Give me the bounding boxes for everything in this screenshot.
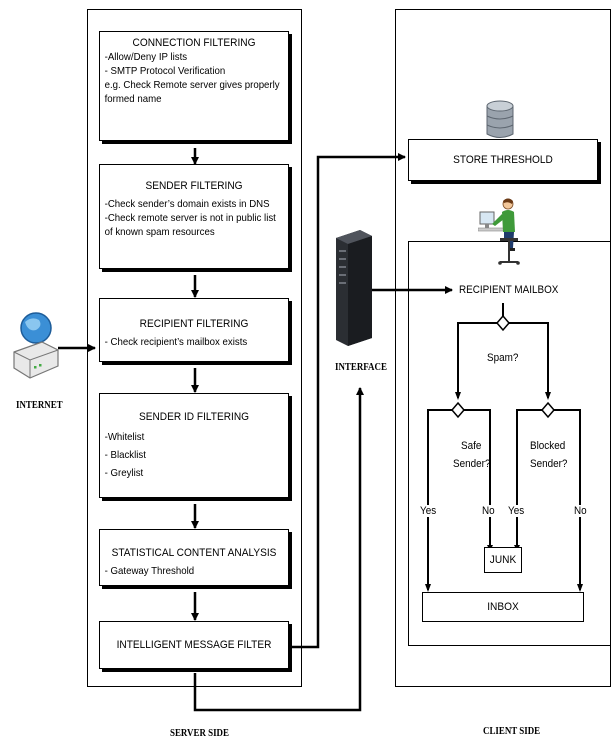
intelligent-message-filter-box: INTELLIGENT MESSAGE FILTER [99, 621, 289, 669]
inbox-box: INBOX [422, 592, 584, 622]
box-title: SENDER ID FILTERING [138, 411, 250, 423]
box-title: CONNECTION FILTERING [132, 37, 256, 49]
database-icon [486, 100, 514, 138]
no-right-label: No [574, 505, 587, 517]
blocked-sender-label-2: Sender? [530, 458, 568, 470]
yes-right-label: Yes [508, 505, 525, 517]
server-side-label: SERVER SIDE [170, 728, 229, 739]
box-line: - Gateway Threshold [104, 565, 195, 577]
box-line: - Greylist [104, 467, 144, 479]
user-at-computer-icon [478, 198, 520, 265]
recipient-filtering-box: RECIPIENT FILTERING - Check recipient’s … [99, 298, 289, 362]
box-title: SENDER FILTERING [145, 180, 243, 192]
box-line: -Check sender’s domain exists in DNS [104, 198, 270, 210]
yes-left-label: Yes [420, 505, 437, 517]
box-line: - SMTP Protocol Verification [104, 65, 226, 77]
box-line: -Allow/Deny IP lists [104, 51, 188, 63]
store-threshold-box: STORE THRESHOLD [408, 139, 598, 181]
box-line: -Check remote server is not in public li… [104, 212, 276, 224]
internet-label: INTERNET [16, 400, 63, 411]
box-title: RECIPIENT FILTERING [139, 318, 249, 330]
junk-label: JUNK [489, 554, 517, 566]
box-line: of known spam resources [104, 226, 215, 238]
mailbox-frame [408, 241, 611, 646]
client-side-label: CLIENT SIDE [483, 726, 541, 737]
box-line: e.g. Check Remote server gives properly [104, 79, 280, 91]
no-left-label: No [482, 505, 495, 517]
junk-box: JUNK [484, 547, 522, 573]
inbox-label: INBOX [487, 601, 519, 613]
blocked-sender-label-1: Blocked [530, 440, 566, 452]
server-tower-icon [336, 230, 372, 346]
box-title: INTELLIGENT MESSAGE FILTER [116, 639, 272, 651]
statistical-content-analysis-box: STATISTICAL CONTENT ANALYSIS - Gateway T… [99, 529, 289, 586]
interface-label: INTERFACE [335, 362, 387, 373]
box-line: -Whitelist [104, 431, 145, 443]
sender-id-filtering-box: SENDER ID FILTERING -Whitelist - Blackli… [99, 393, 289, 498]
box-title: STATISTICAL CONTENT ANALYSIS [111, 547, 277, 559]
spam-question-label: Spam? [487, 352, 519, 364]
store-threshold-label: STORE THRESHOLD [453, 154, 553, 166]
box-line: formed name [104, 93, 162, 105]
internet-router-icon [13, 312, 59, 379]
sender-filtering-box: SENDER FILTERING -Check sender’s domain … [99, 164, 289, 269]
safe-sender-label-2: Sender? [453, 458, 491, 470]
box-line: - Blacklist [104, 449, 146, 461]
box-line: - Check recipient’s mailbox exists [104, 336, 248, 348]
connection-filtering-box: CONNECTION FILTERING -Allow/Deny IP list… [99, 31, 289, 141]
recipient-mailbox-label: RECIPIENT MAILBOX [459, 284, 559, 296]
safe-sender-label-1: Safe [461, 440, 482, 452]
